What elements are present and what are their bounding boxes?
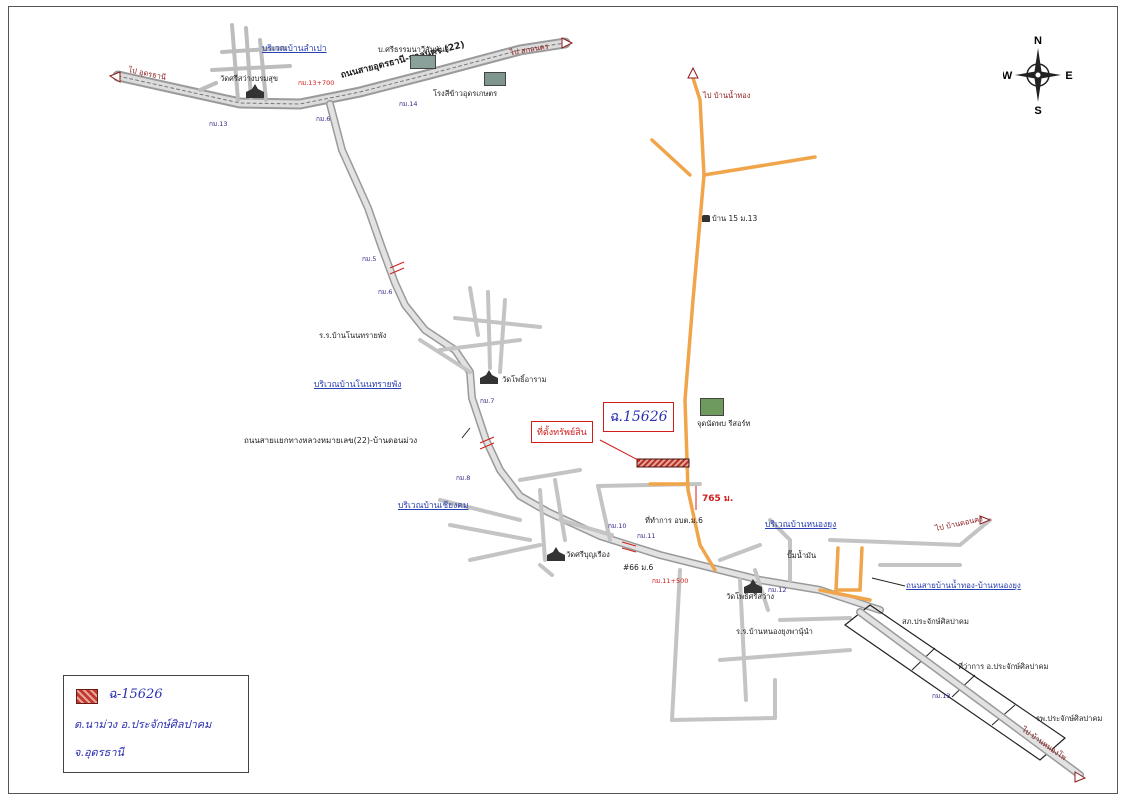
map-frame <box>8 6 1118 794</box>
label-temple-si-sawang: วัดศรีสว่างบรมสุข <box>220 74 278 83</box>
label-school-non-sa-phang: ร.ร.บ้านโนนทรายพัง <box>319 331 387 340</box>
km-marker: กม.12 <box>768 586 787 594</box>
compass-e: E <box>1065 70 1072 82</box>
label-temple-pho-si: วัดโพธิ์ศรีสว่าง <box>726 592 775 601</box>
km-marker: กม.6 <box>378 288 393 296</box>
resort-icon <box>700 398 724 416</box>
legend-parcel-swatch <box>76 689 98 704</box>
house-icon <box>702 215 710 222</box>
label-gas-station: ปั๊มน้ำมัน <box>787 551 817 560</box>
km-marker: กม.13 <box>932 692 951 700</box>
legend-parcel-number: ฉ-15626 <box>108 687 163 702</box>
area-ban-nong-yung: บริเวณบ้านหนองยุง <box>765 520 837 530</box>
km-marker: กม.8 <box>456 474 471 482</box>
km-marker: กม.10 <box>608 522 627 530</box>
rice-mill-icon <box>484 72 506 86</box>
km-marker: กม.14 <box>399 100 418 108</box>
label-leaders <box>461 427 906 587</box>
temple-pho-si-icon <box>742 578 764 593</box>
property-parcel <box>599 439 697 510</box>
main-road <box>326 100 884 614</box>
road-label-nam-thong: ถนนสายบ้านน้ำทอง-บ้านหนองยุง <box>906 581 1021 590</box>
km-marker: กม.11 <box>637 532 656 540</box>
label-rice-mill: โรงสีข้าวอุดรเกษตร <box>433 89 498 98</box>
temple-pho-aram-icon <box>478 369 500 384</box>
label-school-phuttha: บ.ศรีธรรมนาวีสัมพันธ์ <box>378 45 450 54</box>
label-hospital: รพ.ประจักษ์ศิลปาคม <box>1036 714 1103 723</box>
highway-22 <box>112 37 571 110</box>
non-sa-phang-roads <box>418 286 542 374</box>
factory-icon <box>410 55 436 69</box>
temple-icon <box>244 83 266 98</box>
label-district-office: ที่ทำการ อบต.ม.6 <box>645 516 703 525</box>
area-ban-chiang-khom: บริเวณบ้านเชียงคม <box>398 501 469 511</box>
town-strip <box>843 604 1084 779</box>
label-house-66: #66 ม.6 <box>623 563 654 572</box>
legend-province: จ.อุดรธานี <box>74 746 125 759</box>
area-ban-non-sa-phang: บริเวณบ้านโนนทรายพัง <box>314 380 402 390</box>
parcel-number-label: ฉ.15626 <box>603 402 674 432</box>
compass-rose-icon: N S W E <box>1002 34 1073 117</box>
label-school-nong-yung: ร.ร.บ้านหนองยุงพานุ้นำ <box>736 627 813 636</box>
label-temple-pho-aram: วัดโพธิ์อาราม <box>502 375 547 384</box>
km-marker: กม.13+700 <box>298 79 335 87</box>
km-marker: กม.7 <box>480 397 495 405</box>
chiang-khom-roads <box>438 468 702 577</box>
legend-box: ฉ-15626 ต.นาม่วง อ.ประจักษ์ศิลปาคม จ.อุด… <box>63 675 249 773</box>
direction-arrows <box>108 37 1087 783</box>
property-location-label: ที่ตั้งทรัพย์สิน <box>531 421 593 443</box>
distance-label: 765 ม. <box>702 494 734 504</box>
lam-pao-village-roads <box>198 23 292 102</box>
direction-to-ban-nam-thong: ไป บ้านน้ำทอง <box>703 91 751 100</box>
label-house-15: บ้าน 15 ม.13 <box>712 214 758 223</box>
label-police: สภ.ประจักษ์ศิลปาคม <box>902 617 969 626</box>
compass-s: S <box>1034 105 1041 116</box>
road-label-junction: ถนนสายแยกทางหลวงหมายเลข(22)-บ้านดอนม่วง <box>244 436 418 445</box>
km-marker: กม.13 <box>209 120 228 128</box>
km-marker: กม.5 <box>362 255 377 263</box>
area-ban-lam-pao: บริเวณบ้านลำเปา <box>262 44 327 54</box>
temple-si-bun-ruang-icon <box>545 546 567 561</box>
label-temple-si-bun-ruang: วัดศรีบุญเรือง <box>566 550 610 559</box>
label-garden-resort: จุดนัดพบ รีสอร์ท <box>697 419 751 428</box>
compass-n: N <box>1034 35 1042 47</box>
legend-location: ต.นาม่วง อ.ประจักษ์ศิลปาคม <box>74 718 212 731</box>
orange-road <box>648 76 872 602</box>
road-marks <box>389 261 637 553</box>
km-marker: กม.11+500 <box>652 577 689 585</box>
compass-w: W <box>1003 70 1013 82</box>
km-marker: กม.6 <box>316 115 331 123</box>
label-district-hall: ที่ว่าการ อ.ประจักษ์ศิลปาคม <box>958 662 1049 671</box>
